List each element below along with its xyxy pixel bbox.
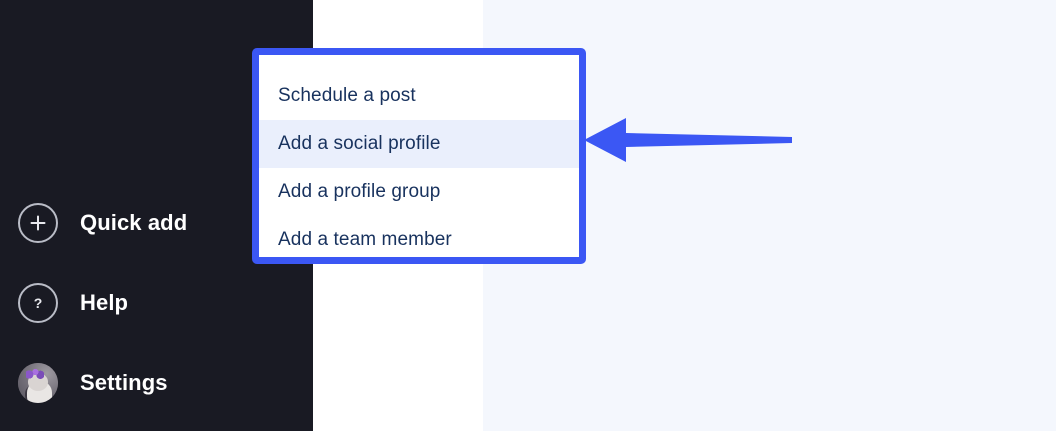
plus-circle-icon xyxy=(18,203,58,243)
menu-item-label: Add a social profile xyxy=(278,133,441,154)
sidebar-item-quick-add[interactable]: Quick add xyxy=(0,199,313,247)
quick-add-menu-list: Schedule a post Add a social profile Add… xyxy=(259,72,579,257)
menu-item-label: Add a team member xyxy=(278,229,452,250)
question-circle-icon: ? xyxy=(18,283,58,323)
sidebar-nav-list: Quick add ? Help Settings xyxy=(0,199,313,431)
menu-item-add-a-team-member[interactable]: Add a team member xyxy=(259,216,579,257)
sidebar-item-help[interactable]: ? Help xyxy=(0,279,313,327)
menu-item-label: Add a profile group xyxy=(278,181,441,202)
sidebar-item-settings[interactable]: Settings xyxy=(0,359,313,407)
sidebar-item-label: Quick add xyxy=(80,210,188,235)
user-avatar xyxy=(18,363,58,403)
menu-item-add-a-profile-group[interactable]: Add a profile group xyxy=(259,168,579,216)
sidebar-item-label: Help xyxy=(80,290,129,315)
menu-item-schedule-a-post[interactable]: Schedule a post xyxy=(259,72,579,120)
sidebar-item-label: Settings xyxy=(80,370,168,395)
svg-text:?: ? xyxy=(34,295,43,311)
menu-item-label: Schedule a post xyxy=(278,85,416,106)
quick-add-menu: Schedule a post Add a social profile Add… xyxy=(252,48,586,264)
menu-item-add-a-social-profile[interactable]: Add a social profile xyxy=(259,120,579,168)
